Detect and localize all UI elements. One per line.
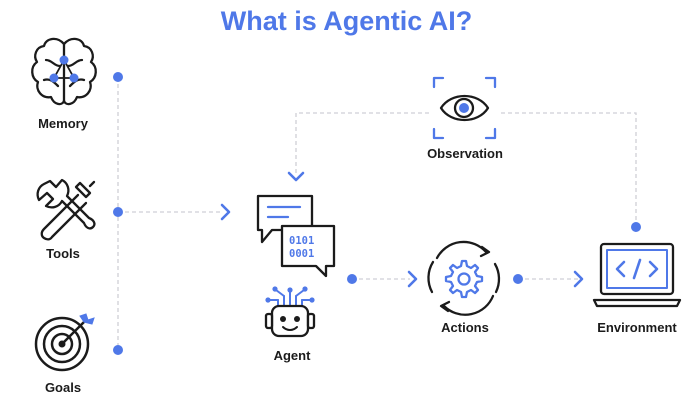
actions-label: Actions <box>441 320 489 335</box>
goals-label: Goals <box>44 380 82 395</box>
robot-icon <box>264 286 316 338</box>
gear-cycle-icon <box>427 240 501 316</box>
observation-to-agent-connector <box>295 112 430 173</box>
goals-dot <box>113 345 123 355</box>
agent-bubble-line-1: 0101 <box>289 235 314 247</box>
arrow-into-environment-icon <box>573 270 584 288</box>
arrow-into-actions-icon <box>407 270 418 288</box>
chat-bubbles-icon <box>256 194 336 278</box>
arrow-down-to-agent-icon <box>287 171 305 182</box>
observation-label: Observation <box>427 146 503 161</box>
environment-label: Environment <box>597 320 677 335</box>
actions-out-dot <box>513 274 523 284</box>
tools-dot <box>113 207 123 217</box>
page-title: What is Agentic AI? <box>220 6 473 36</box>
tools-label: Tools <box>46 246 80 261</box>
target-icon <box>34 313 95 372</box>
environment-to-observation-connector <box>500 112 637 227</box>
brain-network <box>49 55 79 83</box>
eye-icon <box>432 76 497 140</box>
agent-out-dot <box>347 274 357 284</box>
agent-bubble-line-2: 0001 <box>289 248 314 260</box>
arrow-into-agent-icon <box>220 203 231 221</box>
agent-label: Agent <box>273 348 311 363</box>
memory-dot <box>113 72 123 82</box>
code-monitor-icon <box>592 242 682 308</box>
memory-label: Memory <box>38 116 88 131</box>
agent-bubble-text: 0101 0001 <box>289 235 321 260</box>
environment-dot <box>631 222 641 232</box>
brain-icon <box>31 37 97 106</box>
wrench-screwdriver-icon <box>36 178 96 241</box>
